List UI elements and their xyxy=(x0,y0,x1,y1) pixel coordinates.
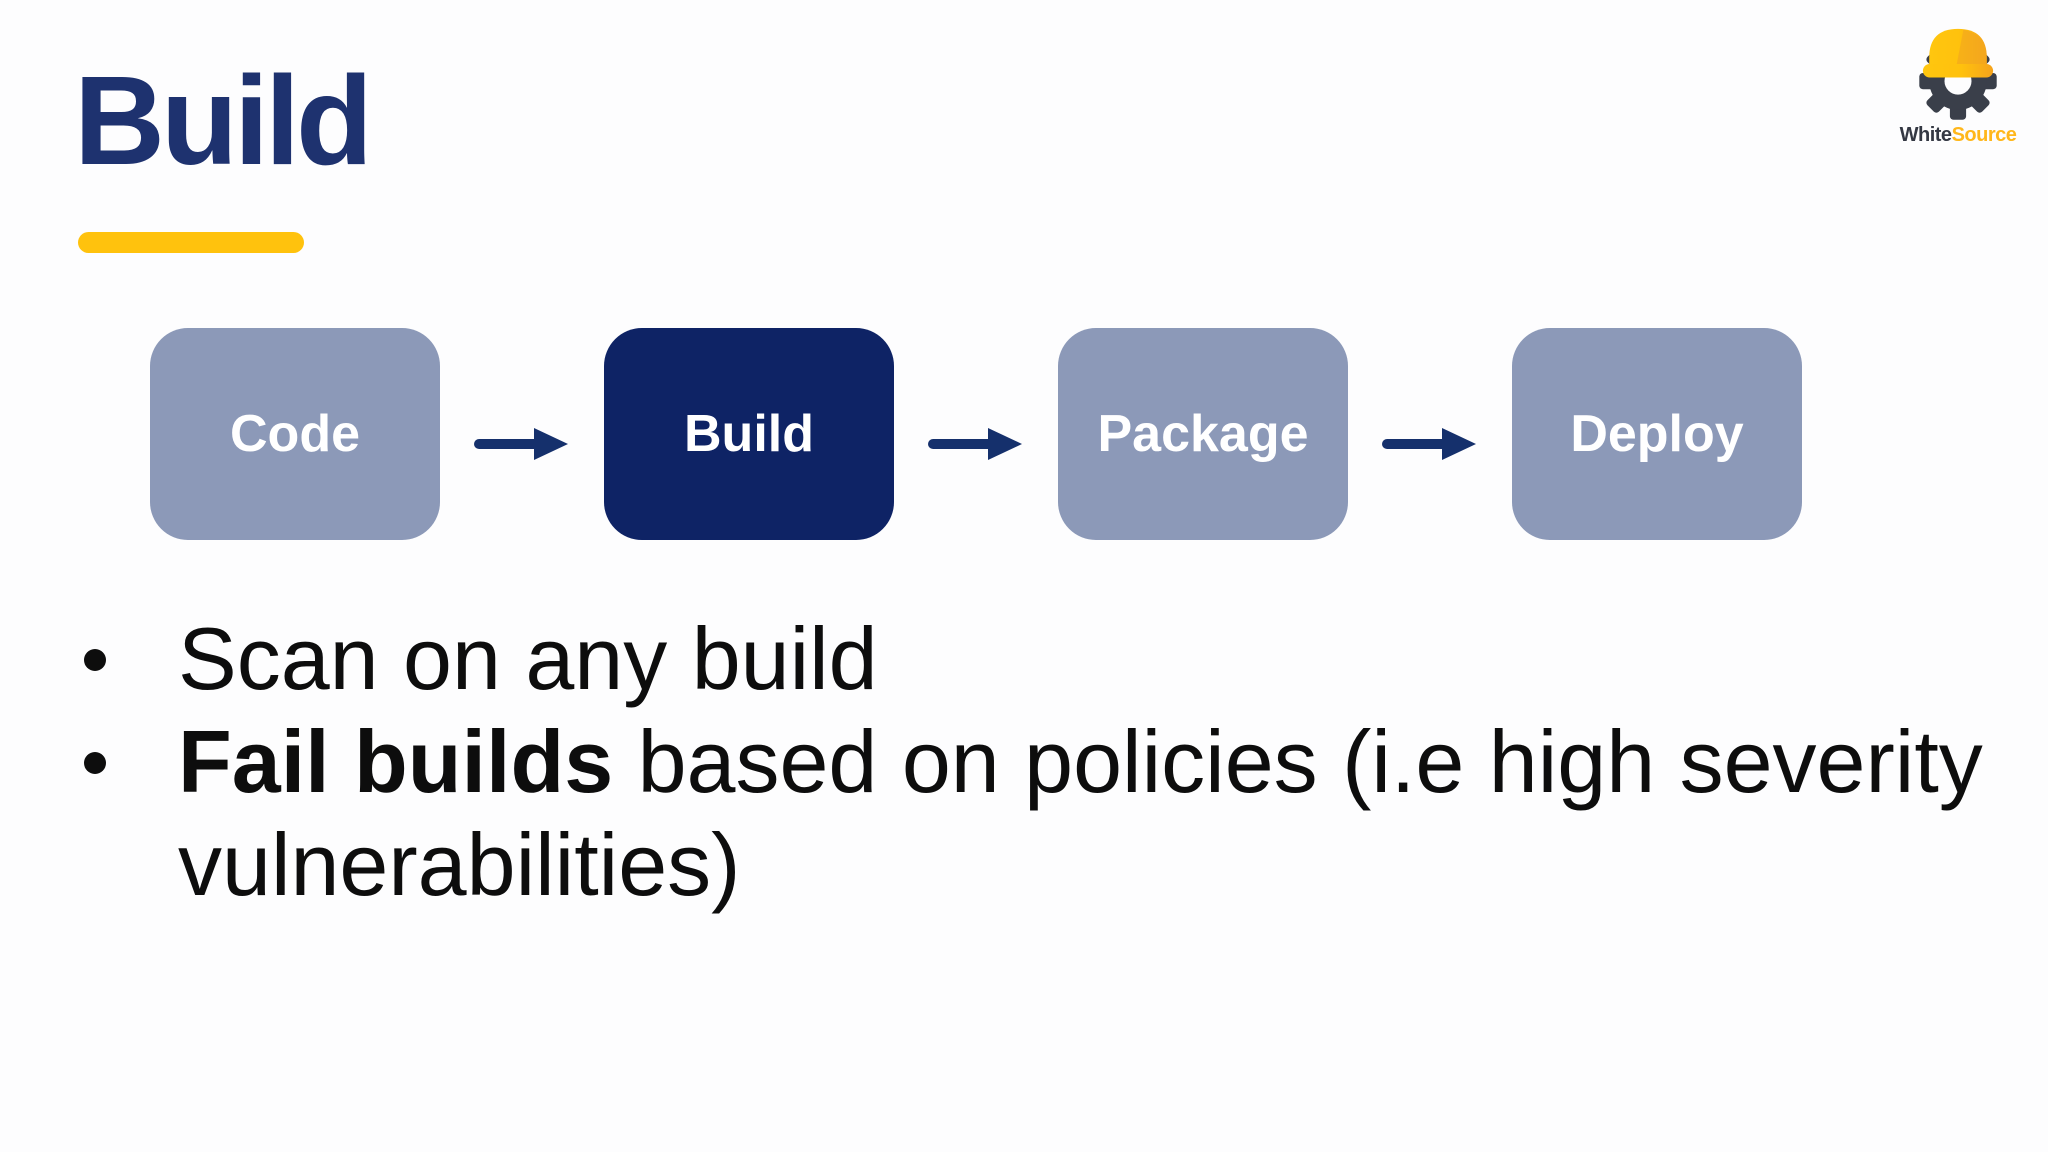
stage-label: Code xyxy=(230,405,360,463)
pipeline-stage-code: Code xyxy=(150,328,440,540)
flow-arrow-icon xyxy=(440,338,604,550)
list-item: Fail builds based on policies (i.e high … xyxy=(82,711,2002,917)
whitesource-logo-text: WhiteSource xyxy=(1878,124,2038,147)
bullet-dot xyxy=(84,751,106,774)
bullet-bold-text: Fail builds xyxy=(178,711,614,811)
bullet-text-line2: vulnerabilities) xyxy=(178,814,741,914)
logo-white-label: White xyxy=(1899,124,1952,146)
flow-arrow-icon xyxy=(894,338,1058,550)
bullet-text: Scan on any build xyxy=(178,609,878,708)
title-underline xyxy=(78,232,304,253)
pipeline-stage-build: Build xyxy=(604,328,894,540)
pipeline-diagram: Code Build Package D xyxy=(150,328,1802,540)
page-title: Build xyxy=(74,50,373,191)
pipeline-stage-deploy: Deploy xyxy=(1512,328,1802,540)
logo-source-label: Source xyxy=(1951,124,2017,146)
stage-label: Build xyxy=(684,405,814,463)
bullet-dot xyxy=(84,649,106,671)
hardhat-gear-icon xyxy=(1919,28,1997,120)
flow-arrow-icon xyxy=(1348,338,1512,550)
bullet-list: Scan on any build Fail builds based on p… xyxy=(82,608,2002,917)
list-item: Scan on any build xyxy=(82,608,2002,711)
bullet-rest-text: based on policies (i.e high severity xyxy=(613,711,1983,811)
stage-label: Deploy xyxy=(1570,405,1744,463)
pipeline-stage-package: Package xyxy=(1058,328,1348,540)
whitesource-logo: WhiteSource xyxy=(1878,6,2038,147)
bullet-text-line1: Fail builds based on policies (i.e high … xyxy=(178,711,2002,814)
stage-label: Package xyxy=(1097,405,1309,463)
